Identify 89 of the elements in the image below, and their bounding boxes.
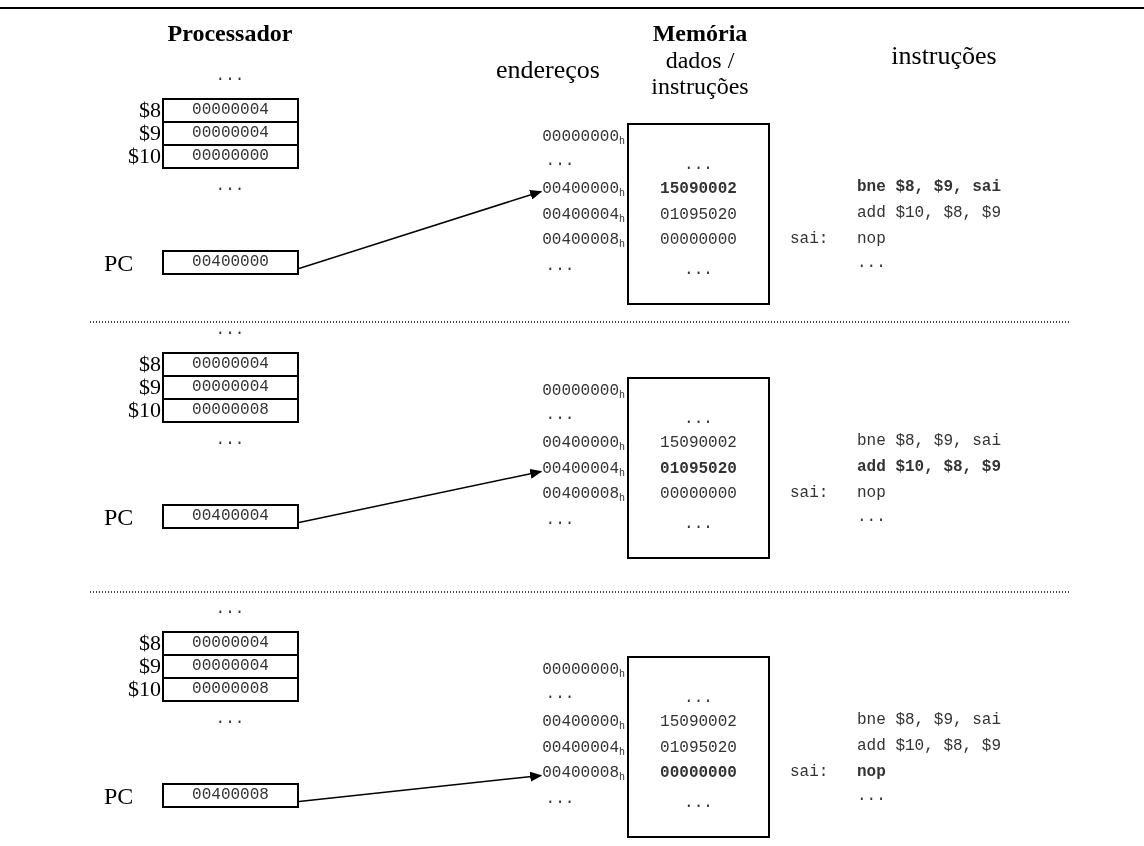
- memory-word: 01095020: [659, 738, 738, 758]
- ellipsis-text: ...: [215, 709, 245, 729]
- memory-word: ...: [683, 260, 714, 280]
- address-text: 00400008$_{h}$: [542, 484, 625, 506]
- address-text: ...: [545, 684, 575, 704]
- address-text: ...: [545, 256, 575, 276]
- pc-label: PC: [104, 504, 134, 530]
- memory-word: ...: [683, 409, 714, 429]
- register-name: $9: [139, 653, 161, 679]
- instruction-text: bne $8, $9, sai: [857, 710, 1002, 730]
- address-text: 00400000$_{h}$: [542, 712, 625, 734]
- address-text: 00000000$_{h}$: [542, 660, 625, 682]
- arrow: [298, 190, 543, 270]
- pc-register-box: 00400004: [162, 504, 299, 529]
- pc-label: PC: [104, 250, 134, 276]
- register-name: $10: [128, 143, 161, 169]
- instruction-text: sai:: [790, 483, 829, 503]
- register-box: 00000004: [162, 352, 299, 377]
- register-box: 00000004: [162, 631, 299, 656]
- instruction-text: bne $8, $9, sai: [857, 431, 1002, 451]
- ellipsis-text: ...: [215, 599, 245, 619]
- register-name: $9: [139, 120, 161, 146]
- address-text: 00400000$_{h}$: [542, 179, 625, 204]
- instruction-text: nop: [857, 229, 886, 249]
- address-text: ...: [545, 510, 575, 530]
- ellipsis-text: ...: [215, 320, 245, 340]
- instruction-text: nop: [857, 762, 886, 782]
- register-name: $9: [139, 374, 161, 400]
- column-heading: dados / instruções: [650, 47, 750, 99]
- ellipsis-text: ...: [215, 430, 245, 450]
- address-text: 00400008$_{h}$: [542, 230, 625, 252]
- address-text: 00400004$_{h}$: [542, 459, 625, 484]
- section-heading: Processador: [167, 20, 293, 46]
- pc-register-box: 00400000: [162, 250, 299, 275]
- memory-word: 01095020: [659, 459, 738, 479]
- memory-word: 15090002: [659, 433, 738, 453]
- instruction-text: sai:: [790, 762, 829, 782]
- ellipsis-text: ...: [215, 66, 245, 86]
- address-text: 00400008$_{h}$: [542, 763, 625, 788]
- register-name: $8: [139, 97, 161, 123]
- address-text: ...: [545, 151, 575, 171]
- arrow: [298, 771, 543, 803]
- register-name: $10: [128, 676, 161, 702]
- address-text: 00400004$_{h}$: [542, 738, 625, 760]
- address-text: ...: [545, 405, 575, 425]
- register-box: 00000004: [162, 654, 299, 679]
- instruction-text: add $10, $8, $9: [857, 203, 1002, 223]
- instruction-text: ...: [857, 253, 886, 273]
- address-text: 00000000$_{h}$: [542, 127, 625, 149]
- address-text: 00400000$_{h}$: [542, 433, 625, 455]
- register-box: 00000000: [162, 144, 299, 169]
- section-heading: Memória: [652, 20, 748, 46]
- ellipsis-text: ...: [215, 176, 245, 196]
- pc-register-box: 00400008: [162, 783, 299, 808]
- memory-box: [627, 656, 770, 838]
- register-name: $8: [139, 630, 161, 656]
- memory-word: 00000000: [659, 484, 738, 504]
- instruction-text: ...: [857, 507, 886, 527]
- address-text: ...: [545, 789, 575, 809]
- address-text: 00000000$_{h}$: [542, 381, 625, 403]
- pc-label: PC: [104, 783, 134, 809]
- instruction-text: add $10, $8, $9: [857, 457, 1002, 477]
- register-box: 00000004: [162, 375, 299, 400]
- instruction-text: nop: [857, 483, 886, 503]
- memory-word: ...: [683, 688, 714, 708]
- register-name: $10: [128, 397, 161, 423]
- memory-word: 00000000: [659, 230, 738, 250]
- memory-word: 15090002: [659, 179, 738, 199]
- register-name: $8: [139, 351, 161, 377]
- memory-word: ...: [683, 514, 714, 534]
- instruction-text: sai:: [790, 229, 829, 249]
- memory-word: ...: [683, 155, 714, 175]
- memory-word: 01095020: [659, 205, 738, 225]
- memory-box: [627, 123, 770, 305]
- register-box: 00000004: [162, 98, 299, 123]
- address-text: 00400004$_{h}$: [542, 205, 625, 227]
- instruction-text: add $10, $8, $9: [857, 736, 1002, 756]
- memory-box: [627, 377, 770, 559]
- register-box: 00000008: [162, 677, 299, 702]
- memory-word: 15090002: [659, 712, 738, 732]
- column-heading: endereços: [496, 56, 600, 84]
- instruction-text: ...: [857, 786, 886, 806]
- memory-word: ...: [683, 793, 714, 813]
- memory-word: 00000000: [659, 763, 738, 783]
- instruction-text: bne $8, $9, sai: [857, 177, 1002, 197]
- register-box: 00000008: [162, 398, 299, 423]
- arrow: [298, 468, 543, 524]
- register-box: 00000004: [162, 121, 299, 146]
- column-heading: instruções: [891, 42, 997, 70]
